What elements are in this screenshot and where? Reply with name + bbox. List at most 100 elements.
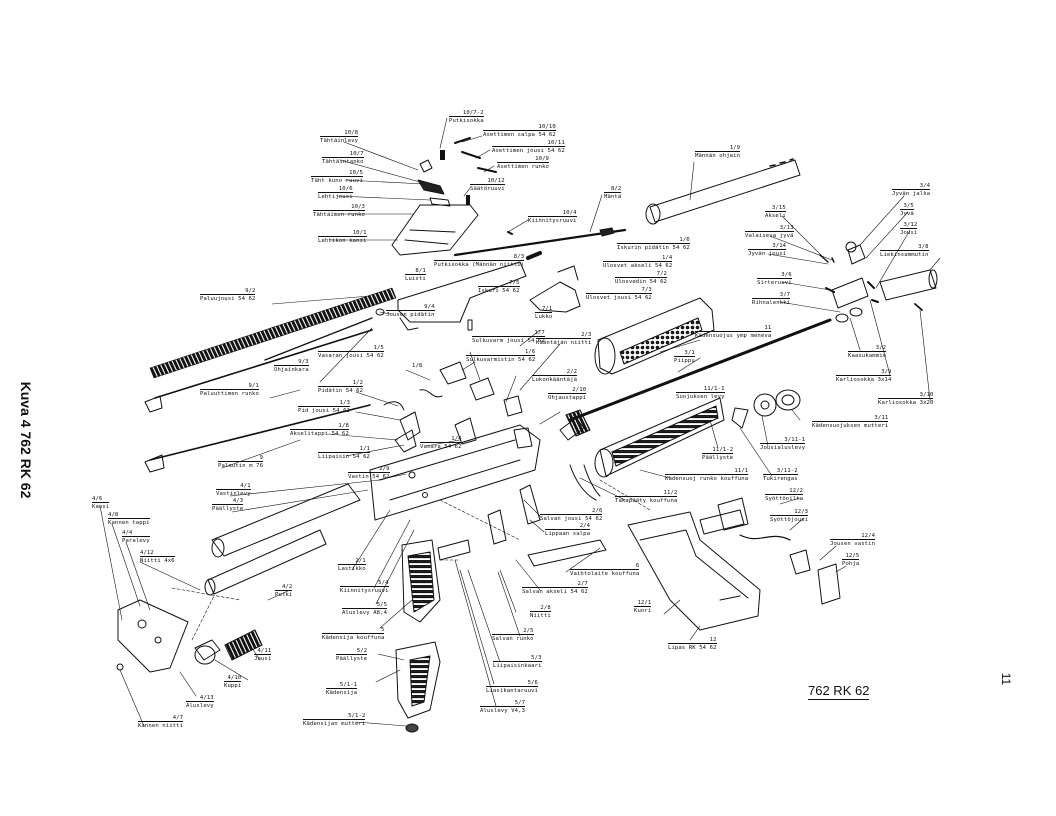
- leader-lines: [99, 117, 941, 727]
- recoil-spring: [149, 287, 397, 379]
- upper-handguard: [594, 297, 715, 375]
- part-label: 1/8: [412, 363, 423, 369]
- handguard-nut-set: [731, 389, 801, 429]
- magazine: [627, 509, 761, 631]
- selector-lever: [487, 484, 607, 567]
- stock-tube: [204, 483, 361, 596]
- assembly-lines: [171, 479, 651, 641]
- pistol-grip: [401, 539, 471, 623]
- piston-rod: [453, 227, 627, 260]
- flash-hider: [879, 269, 938, 311]
- rear-sight-assembly: [391, 137, 513, 256]
- lower-handguard: [594, 397, 725, 478]
- recoil-spring-guides: [144, 308, 473, 473]
- figure-side-title: Kuva 4 762 RK 62: [18, 381, 34, 499]
- pistol-grip-exploded: [395, 641, 441, 733]
- page-number: 11: [999, 672, 1014, 686]
- dust-cover: [569, 464, 601, 501]
- bolt: [529, 265, 581, 313]
- trigger-group: [383, 361, 523, 453]
- gas-tube: [645, 158, 801, 225]
- butt-plate: [116, 599, 263, 673]
- barrel: [559, 318, 832, 441]
- model-title: 762 RK 62: [808, 683, 870, 700]
